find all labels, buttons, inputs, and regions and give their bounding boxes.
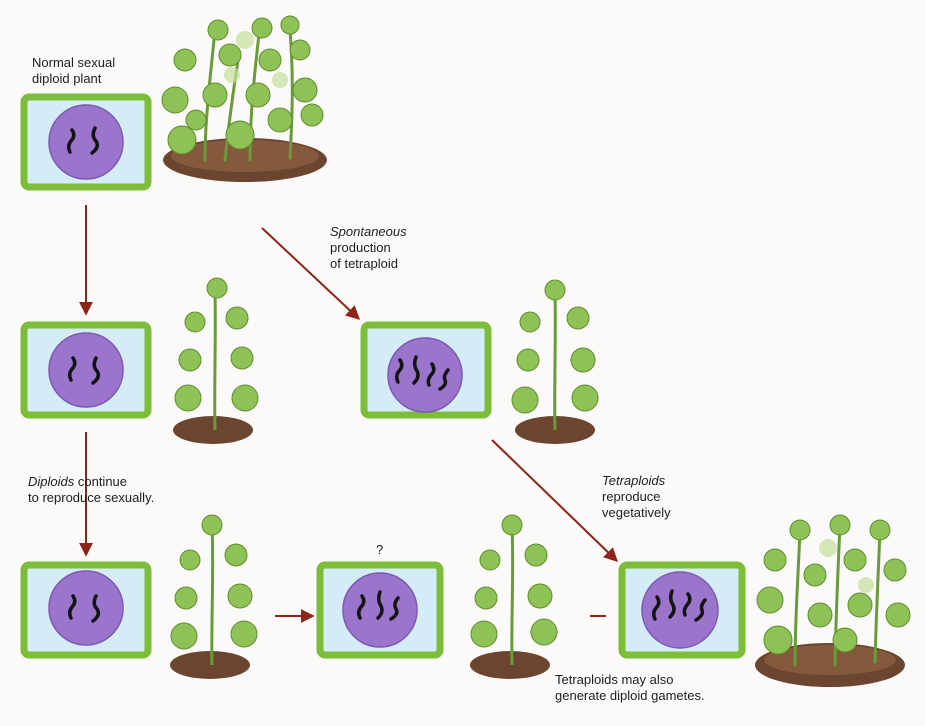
arrow-tetraploid-vegetative	[491, 439, 619, 562]
chromosomes	[66, 126, 100, 155]
plant-middle-left	[173, 277, 259, 444]
label-spontaneous-italic: Spontaneous	[330, 224, 407, 239]
plant-middle-right	[511, 279, 599, 444]
label-tetra-veg-rest: reproduce vegetatively	[602, 489, 671, 520]
cell-diploid-middle	[20, 321, 152, 419]
label-spontaneous-rest: production of tetraploid	[330, 240, 398, 271]
plant-bottom-middle	[470, 514, 558, 679]
label-tetra-veg-italic: Tetraploids	[602, 473, 666, 488]
label-tetraploid-gametes: Tetraploids may also generate diploid ga…	[555, 672, 705, 703]
label-diploids-rest: continue to reproduce sexually.	[28, 474, 155, 505]
cell-tetraploid-bottom	[618, 561, 746, 659]
chromosomes	[67, 356, 101, 385]
label-question-mark: ?	[376, 542, 384, 557]
plant-cluster-top	[161, 15, 327, 182]
chromosomes	[394, 355, 450, 391]
chromosomes	[67, 594, 101, 623]
cell-tetraploid-middle	[360, 321, 492, 419]
cell-diploid-parent	[20, 93, 152, 191]
cell-diploid-bottom	[20, 561, 152, 659]
label-diploids-continue: Diploids continue to reproduce sexually.	[28, 474, 154, 506]
cell-triploid-bottom	[316, 561, 444, 659]
label-spontaneous-tetraploid: Spontaneous production of tetraploid	[330, 224, 407, 272]
plant-bottom-left	[170, 514, 258, 679]
arrow-spontaneous-tetraploid	[261, 227, 361, 320]
chromosomes	[356, 590, 400, 621]
plant-cluster-bottom-right	[755, 514, 911, 687]
label-diploids-italic: Diploids	[28, 474, 75, 489]
chromosomes	[651, 589, 707, 622]
label-tetraploids-vegetative: Tetraploids reproduce vegetatively	[602, 473, 671, 521]
label-normal-diploid: Normal sexual diploid plant	[32, 55, 116, 86]
